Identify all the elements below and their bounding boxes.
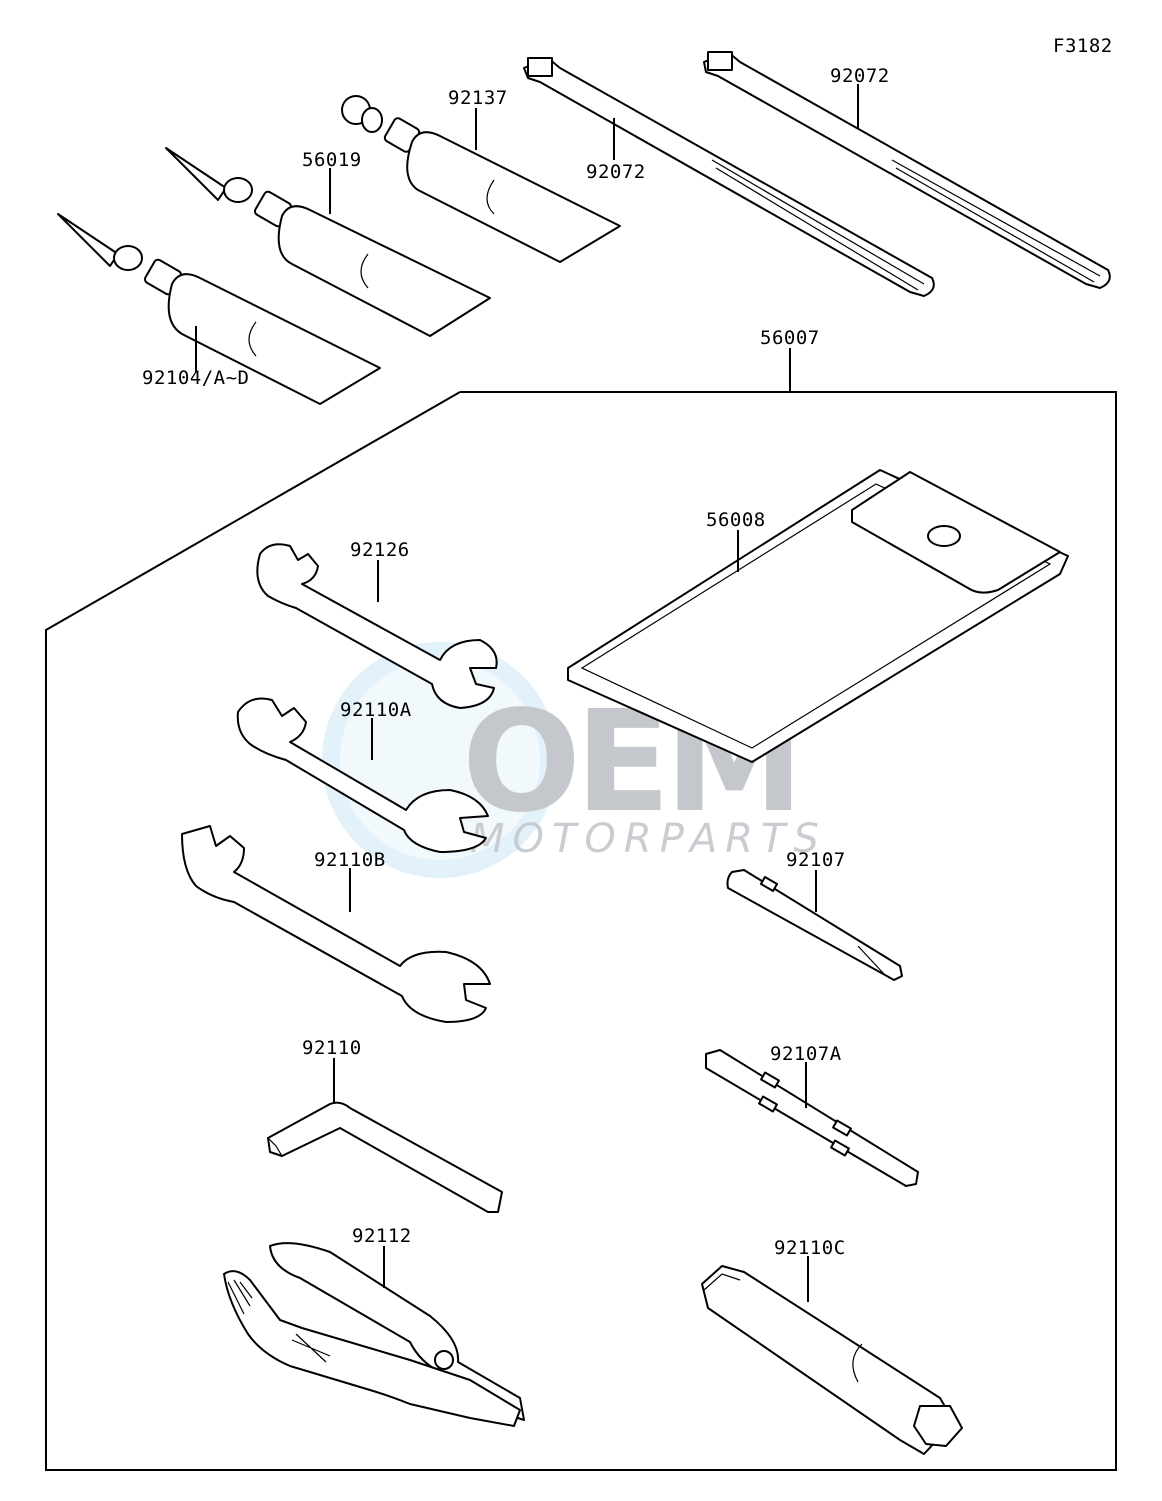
label-92110A: 92110A [340, 699, 412, 721]
label-92112: 92112 [352, 1225, 412, 1247]
screwdriver-92107A [705, 1049, 919, 1187]
label-56008: 56008 [706, 509, 766, 531]
screwdriver-92107 [726, 869, 903, 981]
label-92110: 92110 [302, 1037, 362, 1059]
figure-code: F3182 [1053, 35, 1113, 57]
wrench-92126 [256, 543, 498, 709]
label-92126: 92126 [350, 539, 410, 561]
tube-56019 [165, 147, 491, 337]
label-92072-right: 92072 [830, 65, 890, 87]
label-92104: 92104/A~D [142, 367, 249, 389]
label-92107: 92107 [786, 849, 846, 871]
label-92137: 92137 [448, 87, 508, 109]
label-56007: 56007 [760, 327, 820, 349]
pliers-92112 [223, 1242, 525, 1427]
label-92110B: 92110B [314, 849, 386, 871]
hex-key-92110 [267, 1101, 503, 1213]
label-92107A: 92107A [770, 1043, 842, 1065]
cable-tie-left [523, 57, 935, 297]
tube-92104 [57, 213, 381, 405]
cable-tie-right [703, 51, 1111, 289]
tube-92137 [341, 95, 621, 263]
label-92110C: 92110C [774, 1237, 846, 1259]
toolkit-box-outline [45, 391, 1117, 1471]
label-92072-left: 92072 [586, 161, 646, 183]
watermark-subtitle: MOTORPARTS [470, 816, 827, 862]
wrench-92110B [181, 825, 491, 1023]
pouch-56008 [567, 469, 1069, 763]
wrench-92110A [236, 697, 489, 853]
label-56019: 56019 [302, 149, 362, 171]
socket-wrench-92110C [701, 1265, 963, 1455]
